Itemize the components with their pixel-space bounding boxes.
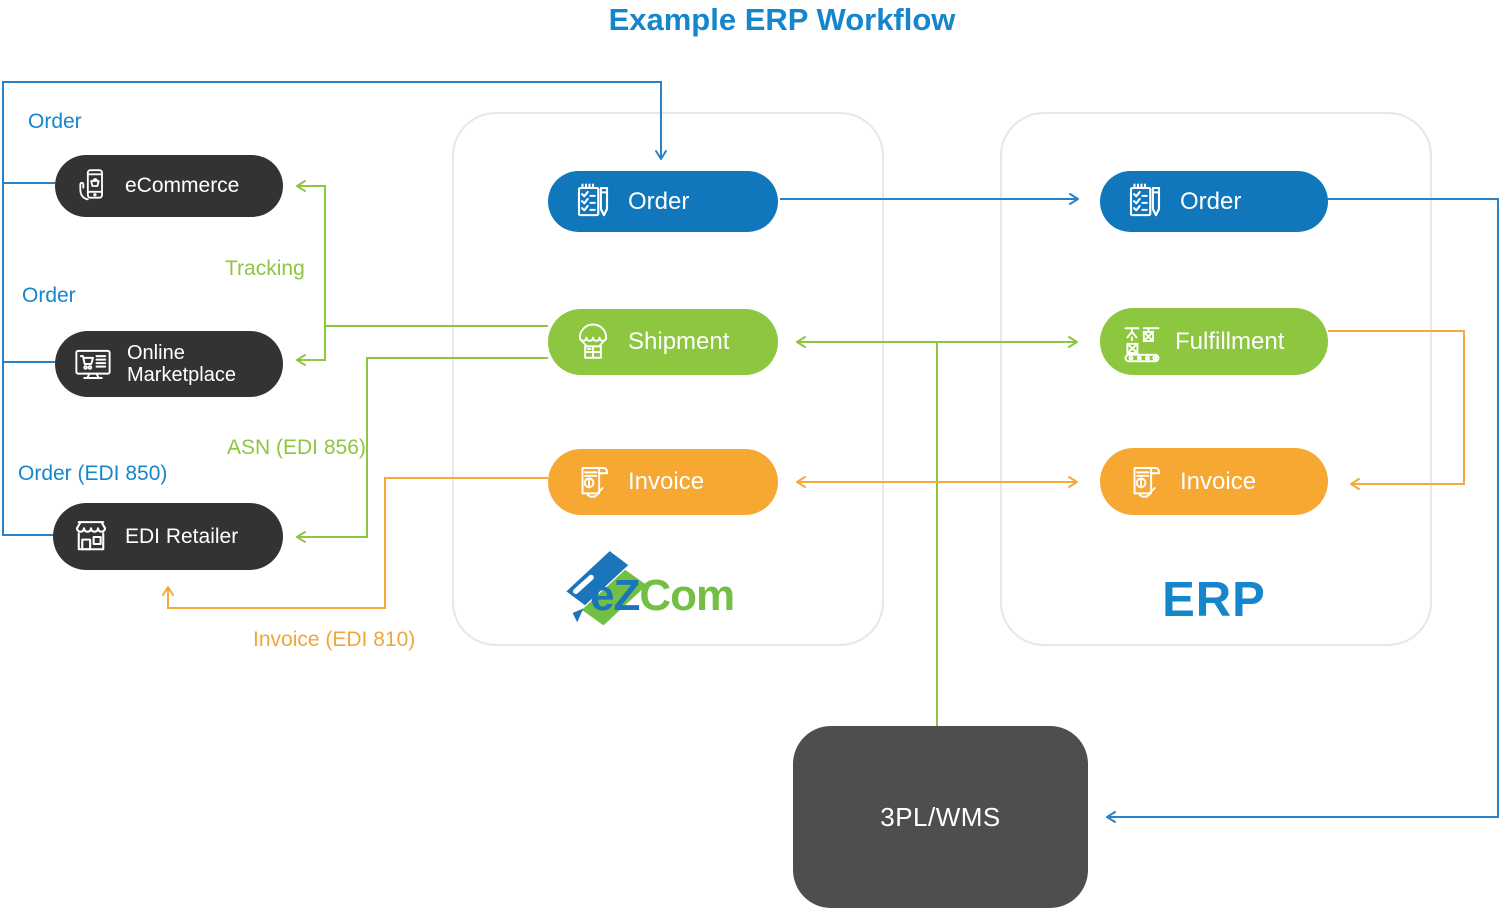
edge-asn-to-edi-retailer (296, 357, 548, 543)
node-edi-retailer: EDI Retailer (53, 503, 283, 570)
order-icon (577, 182, 609, 216)
ezcom-logo-icon (566, 551, 647, 626)
label-order-edi850: Order (EDI 850) (18, 462, 168, 485)
node-erp-invoice-label: Invoice (1180, 467, 1257, 495)
edge-tracking-to-marketplace (296, 326, 326, 366)
node-erp-invoice: Invoice (1100, 448, 1328, 515)
label-asn-edi856: ASN (EDI 856) (227, 436, 366, 459)
fulfillment-icon (1124, 326, 1160, 362)
edge-invoice-to-edi-retailer (162, 477, 548, 609)
order-icon (1129, 182, 1161, 216)
node-ezcom-order-label: Order (628, 187, 690, 215)
label-order-ecommerce: Order (28, 110, 82, 133)
ezcom-logo-text: eZCom (590, 571, 735, 620)
node-ezcom-invoice-label: Invoice (628, 468, 705, 495)
edge-tracking-to-ecommerce (296, 180, 548, 327)
node-online-marketplace-label: Online Marketplace (127, 341, 236, 386)
node-erp-order: Order (1100, 171, 1328, 232)
online-marketplace-icon (75, 349, 111, 379)
node-ezcom-invoice: Invoice (548, 449, 778, 515)
ezcom-logo: eZCom (556, 545, 736, 637)
node-ecommerce: eCommerce (55, 155, 283, 217)
invoice-icon (1133, 466, 1160, 498)
label-order-marketplace: Order (22, 284, 76, 307)
shipment-icon (578, 323, 608, 359)
node-ecommerce-label: eCommerce (125, 174, 240, 197)
invoice-icon (581, 467, 608, 498)
edge-channels-to-ezcom-order (2, 81, 667, 536)
edge-fulfillment-to-erp-invoice (1328, 330, 1465, 490)
node-erp-order-label: Order (1180, 187, 1242, 215)
diagram-title: Example ERP Workflow (608, 2, 956, 37)
label-tracking: Tracking (225, 257, 305, 280)
node-ezcom-shipment-label: Shipment (628, 328, 730, 355)
ecommerce-icon (79, 169, 103, 201)
node-edi-retailer-label: EDI Retailer (125, 524, 239, 548)
node-ezcom-order: Order (548, 171, 778, 232)
node-online-marketplace: Online Marketplace (55, 331, 283, 397)
node-3pl-wms-label: 3PL/WMS (880, 801, 1001, 832)
label-invoice-edi810: Invoice (EDI 810) (253, 628, 416, 651)
node-3pl-wms: 3PL/WMS (793, 726, 1088, 908)
edi-retailer-icon (75, 520, 107, 550)
node-ezcom-shipment: Shipment (548, 309, 778, 375)
node-erp-fulfillment-label: Fulfillment (1175, 327, 1285, 355)
edge-erp-order-to-wms (1106, 198, 1499, 823)
node-erp-fulfillment: Fulfillment (1100, 308, 1328, 375)
erp-system-label: ERP (1162, 573, 1266, 627)
